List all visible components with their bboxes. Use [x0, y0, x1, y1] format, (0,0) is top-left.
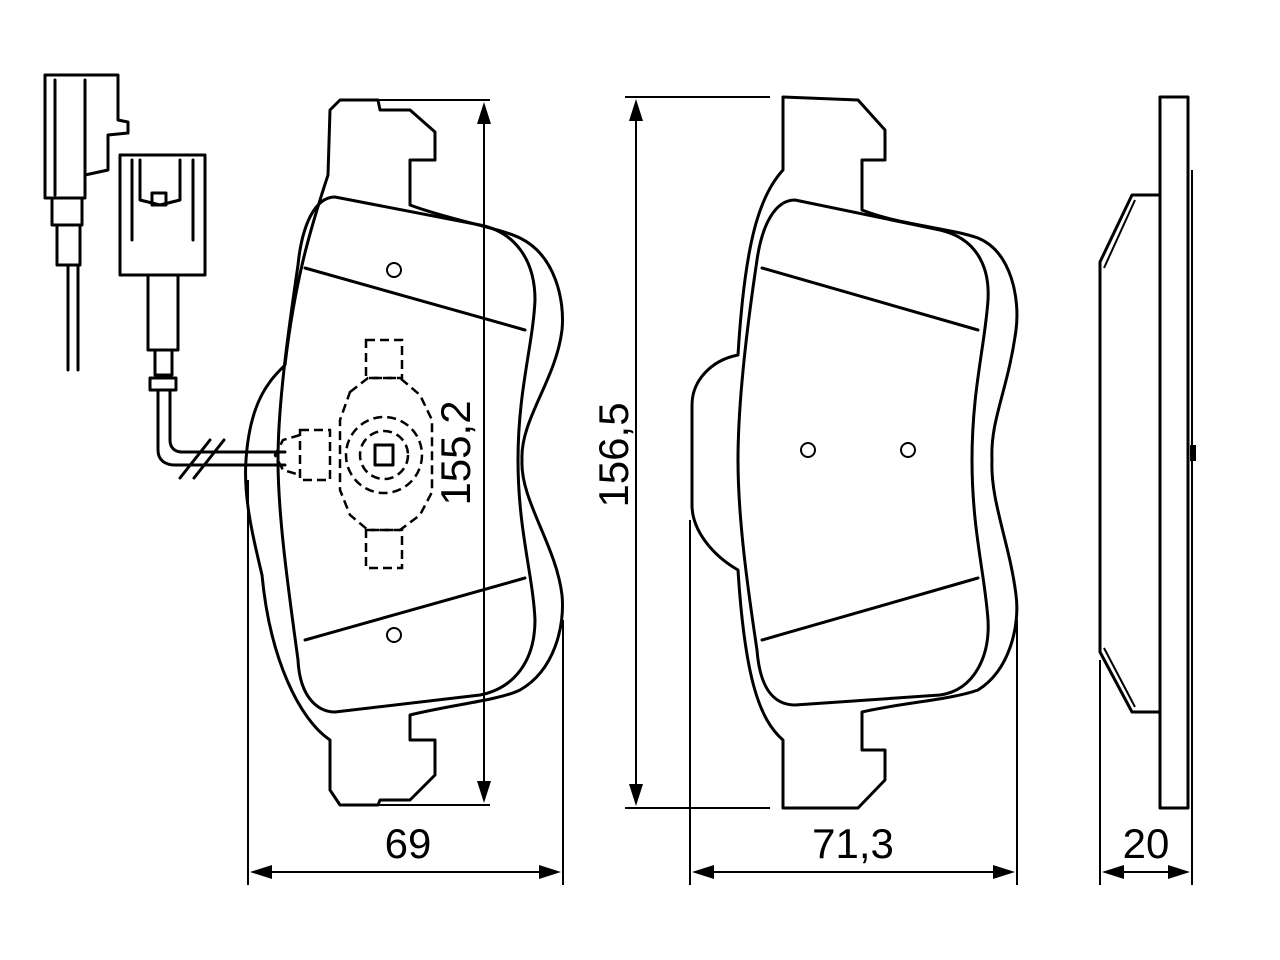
- pad-1-clip-dashed-outline: [273, 338, 434, 570]
- pad-side-view: [1098, 95, 1196, 810]
- thickness-label: 20: [1123, 820, 1170, 867]
- pad-1-bottom-groove: [303, 576, 527, 642]
- pad-2-height-label: 156,5: [590, 402, 637, 507]
- pad-2-bottom-groove: [760, 576, 980, 642]
- pad-2-friction-material: [736, 198, 990, 707]
- wear-sensor: [43, 73, 287, 480]
- pad-1-top-groove: [303, 266, 527, 332]
- sensor-plug: [43, 73, 130, 200]
- thickness-dimension: 20: [1099, 660, 1193, 885]
- pad-2-backing-plate: [690, 95, 1019, 810]
- pad-1-width-dimension: 69: [247, 480, 564, 885]
- pad-2-height-dimension: 156,5: [590, 96, 770, 809]
- pad-1-height-label: 155,2: [432, 400, 479, 505]
- pad-1-height-dimension: 155,2: [378, 99, 491, 806]
- pad-2-left-hole: [800, 442, 816, 458]
- pad-1-backing-plate: [244, 98, 564, 807]
- pad-1-bottom-hole: [386, 627, 402, 643]
- sensor-socket: [118, 153, 207, 277]
- pad-2-width-label: 71,3: [812, 820, 894, 867]
- pad-2-right-hole: [900, 442, 916, 458]
- pad-1-friction-material: [276, 195, 537, 714]
- pad-2-top-groove: [760, 266, 980, 332]
- pad-1-top-hole: [386, 262, 402, 278]
- pad-2-width-dimension: 71,3: [689, 520, 1018, 885]
- pad-1-width-label: 69: [385, 820, 432, 867]
